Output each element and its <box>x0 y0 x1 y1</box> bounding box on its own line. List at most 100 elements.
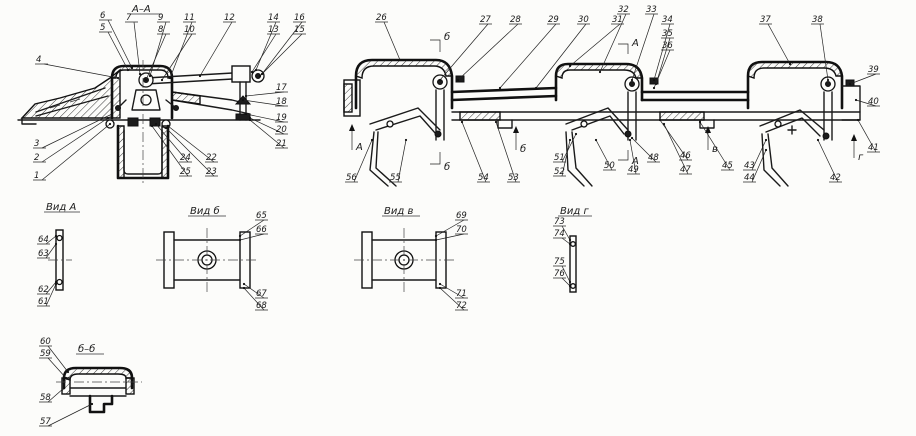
callout-leader-15 <box>259 33 303 77</box>
callout-leader-20 <box>249 117 285 135</box>
callout-dot-73 <box>568 238 572 242</box>
housing-31-wall <box>555 63 643 79</box>
callout-dot-37 <box>788 62 792 66</box>
callout-leader-13 <box>251 33 277 73</box>
callout-leader-28 <box>457 23 519 81</box>
callout-leader-70 <box>435 233 465 241</box>
callout-dot-55 <box>404 138 408 142</box>
callout-leader-41 <box>857 119 877 153</box>
callout-leader-50 <box>595 139 613 171</box>
lever-right-cross <box>787 125 797 135</box>
beam-right <box>640 90 750 102</box>
nut-25 <box>149 117 161 127</box>
callout-label-67: 67 <box>256 289 267 299</box>
callout-leader-43 <box>751 139 767 171</box>
rail-section-1 <box>459 111 501 121</box>
callout-leader-73 <box>561 225 571 241</box>
callout-dot-8 <box>144 78 148 82</box>
lever-mid-end <box>624 130 632 138</box>
view-b-webs <box>173 239 241 281</box>
callout-label-29: 29 <box>548 15 559 25</box>
title-section-aa: А–А <box>131 4 151 15</box>
pivot-right <box>173 105 179 111</box>
callout-leader-45 <box>699 121 731 171</box>
callout-dot-50 <box>594 138 598 142</box>
callout-label-17: 17 <box>276 83 287 93</box>
callout-dot-22 <box>166 124 170 128</box>
arrow-b-head <box>513 126 519 133</box>
view-a <box>48 229 72 291</box>
callout-leader-60 <box>47 345 69 373</box>
view-v-webs <box>371 239 437 281</box>
callout-leader-27 <box>439 23 489 81</box>
lever-mid-pin <box>580 120 588 128</box>
callout-leader-53 <box>495 121 517 183</box>
view-v <box>354 228 454 292</box>
callout-dot-25 <box>150 124 154 128</box>
callout-label-45: 45 <box>722 161 733 171</box>
callout-leader-2 <box>41 117 109 163</box>
housing-37-wall <box>747 61 843 79</box>
callout-dot-11 <box>168 76 172 80</box>
callout-label-12: 12 <box>224 13 235 23</box>
cut-mark-aa <box>618 43 629 161</box>
view-a-hole-bottom <box>56 278 63 286</box>
callout-label-66: 66 <box>256 225 267 235</box>
callout-dot-54 <box>460 120 464 124</box>
pivot-33-core <box>629 81 635 87</box>
callout-leader-23 <box>165 127 215 177</box>
callout-dot-69 <box>434 234 438 238</box>
callout-leader-42 <box>817 139 839 183</box>
callout-label-39: 39 <box>868 65 879 75</box>
title-section-bb: б–б <box>78 343 95 355</box>
beam-29-30 <box>450 86 558 102</box>
callout-leader-57 <box>47 403 93 427</box>
callout-label-40: 40 <box>868 97 879 107</box>
callout-label-6: 6 <box>100 11 106 21</box>
callout-label-73: 73 <box>554 217 565 227</box>
callout-label-62: 62 <box>38 285 49 295</box>
callout-leader-33 <box>631 13 655 81</box>
callout-leader-72 <box>439 287 465 311</box>
central-block <box>131 89 161 111</box>
callout-dot-5 <box>126 68 130 72</box>
hanger-left <box>369 131 397 187</box>
callout-dot-57 <box>90 402 94 406</box>
callout-label-1: 1 <box>34 171 39 181</box>
callout-dot-48 <box>630 136 634 140</box>
callout-label-71: 71 <box>456 289 467 299</box>
lever-mid <box>565 107 629 131</box>
view-b <box>156 228 258 292</box>
callout-label-44: 44 <box>744 173 755 183</box>
callout-dot-29 <box>498 86 502 90</box>
callout-dot-76 <box>568 284 572 288</box>
callout-label-32: 32 <box>618 5 629 15</box>
end-block-hatch <box>343 83 353 113</box>
end-block-right <box>841 85 861 121</box>
callout-label-27: 27 <box>480 15 491 25</box>
callout-dot-67 <box>242 282 246 286</box>
callout-label-64: 64 <box>38 235 49 245</box>
view-a-hole-top <box>56 234 63 242</box>
callout-label-72: 72 <box>456 301 467 311</box>
mark-arrow-a: А <box>355 142 363 153</box>
callout-label-34: 34 <box>662 15 673 25</box>
callout-dot-16 <box>260 72 264 76</box>
callout-label-70: 70 <box>456 225 467 235</box>
callout-dot-75 <box>568 280 572 284</box>
callout-label-68: 68 <box>256 301 267 311</box>
left-arm-lower <box>35 95 109 117</box>
callout-leader-38 <box>819 23 829 81</box>
right-arm-hatch <box>171 91 201 105</box>
base-plate-left <box>20 68 121 119</box>
callout-label-35: 35 <box>662 29 673 39</box>
callout-leader-26 <box>383 21 401 61</box>
callout-label-74: 74 <box>554 229 565 239</box>
hanger-mid <box>565 131 593 187</box>
callout-label-11: 11 <box>184 13 195 23</box>
clamp-nut-19 <box>235 113 251 121</box>
callout-label-8: 8 <box>158 25 164 35</box>
callout-dot-59 <box>64 376 68 380</box>
callout-dot-60 <box>66 370 70 374</box>
